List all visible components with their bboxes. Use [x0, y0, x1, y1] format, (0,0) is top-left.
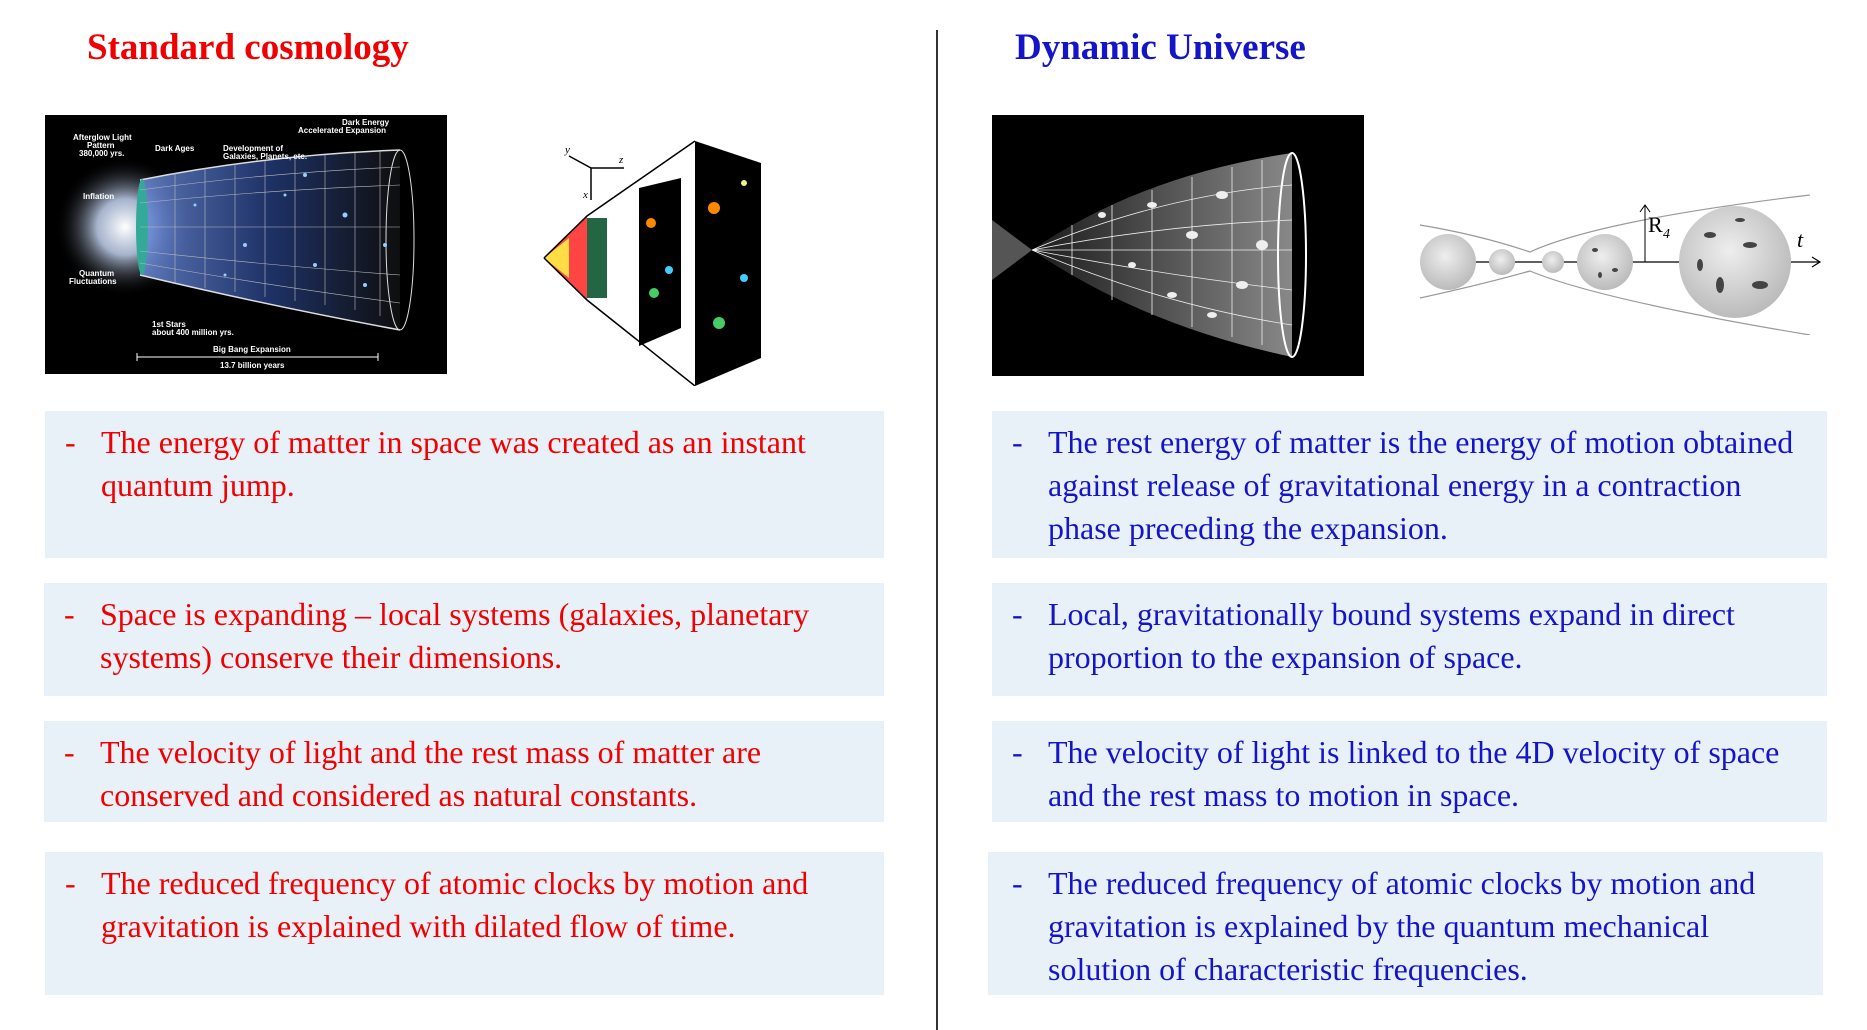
label-quantum-1: Quantum — [79, 269, 114, 278]
label-afterglow-2: Pattern — [87, 141, 115, 150]
label-quantum-2: Fluctuations — [69, 277, 117, 286]
label-dark-energy-2: Accelerated Expansion — [298, 126, 386, 135]
point-text: The velocity of light is linked to the 4… — [1048, 734, 1780, 813]
bullet-dash: - — [65, 865, 76, 901]
bullet-dash: - — [64, 596, 75, 632]
label-afterglow-1: Afterglow Light — [73, 133, 132, 142]
standard-point-2: -Space is expanding – local systems (gal… — [44, 583, 884, 696]
label-development-2: Galaxies, Planets, etc. — [223, 152, 307, 161]
label-afterglow-3: 380,000 yrs. — [79, 149, 124, 158]
dynamic-point-4: -The reduced frequency of atomic clocks … — [988, 852, 1823, 995]
radius-subscript: 4 — [1663, 227, 1670, 242]
bullet-dash: - — [65, 424, 76, 460]
bullet-dash: - — [64, 734, 75, 770]
expanding-spheres-diagram: R 4 t — [1419, 194, 1822, 335]
expansion-slices-diagram: x z y — [543, 140, 761, 386]
dynamic-universe-cone-image — [992, 115, 1364, 376]
label-dark-energy-1: Dark Energy — [342, 118, 390, 127]
label-first-stars-2: about 400 million yrs. — [152, 328, 234, 337]
radius-label: R — [1648, 212, 1663, 237]
point-text: Space is expanding – local systems (gala… — [100, 596, 810, 675]
standard-point-1: -The energy of matter in space was creat… — [45, 411, 884, 558]
bullet-dash: - — [1012, 424, 1023, 460]
point-text: The reduced frequency of atomic clocks b… — [101, 865, 809, 944]
axis-label-y: y — [564, 144, 570, 156]
axis-label-z: z — [618, 154, 624, 166]
bullet-dash: - — [1012, 865, 1023, 901]
label-big-bang: Big Bang Expansion — [213, 345, 291, 354]
standard-point-4: -The reduced frequency of atomic clocks … — [45, 852, 884, 995]
label-development-1: Development of — [223, 144, 283, 153]
point-text: Local, gravitationally bound systems exp… — [1048, 596, 1735, 675]
bullet-dash: - — [1012, 734, 1023, 770]
dynamic-point-2: -Local, gravitationally bound systems ex… — [992, 583, 1827, 696]
standard-cosmology-title: Standard cosmology — [87, 27, 409, 68]
label-years: 13.7 billion years — [220, 361, 285, 370]
point-text: The rest energy of matter is the energy … — [1048, 424, 1794, 546]
label-dark-ages: Dark Ages — [155, 144, 195, 153]
standard-point-3: -The velocity of light and the rest mass… — [44, 721, 884, 822]
dynamic-universe-title: Dynamic Universe — [1015, 27, 1306, 68]
point-text: The velocity of light and the rest mass … — [100, 734, 762, 813]
time-label: t — [1797, 227, 1804, 252]
dynamic-point-3: -The velocity of light is linked to the … — [992, 721, 1827, 822]
point-text: The reduced frequency of atomic clocks b… — [1048, 865, 1756, 987]
point-text: The energy of matter in space was create… — [101, 424, 806, 503]
dynamic-point-1: -The rest energy of matter is the energy… — [992, 411, 1827, 558]
column-divider — [936, 30, 938, 1030]
axis-label-x: x — [582, 189, 588, 201]
label-inflation: Inflation — [83, 192, 114, 201]
label-first-stars-1: 1st Stars — [152, 320, 186, 329]
universe-timeline-image: Afterglow Light Pattern 380,000 yrs. Dar… — [45, 115, 447, 374]
bullet-dash: - — [1012, 596, 1023, 632]
